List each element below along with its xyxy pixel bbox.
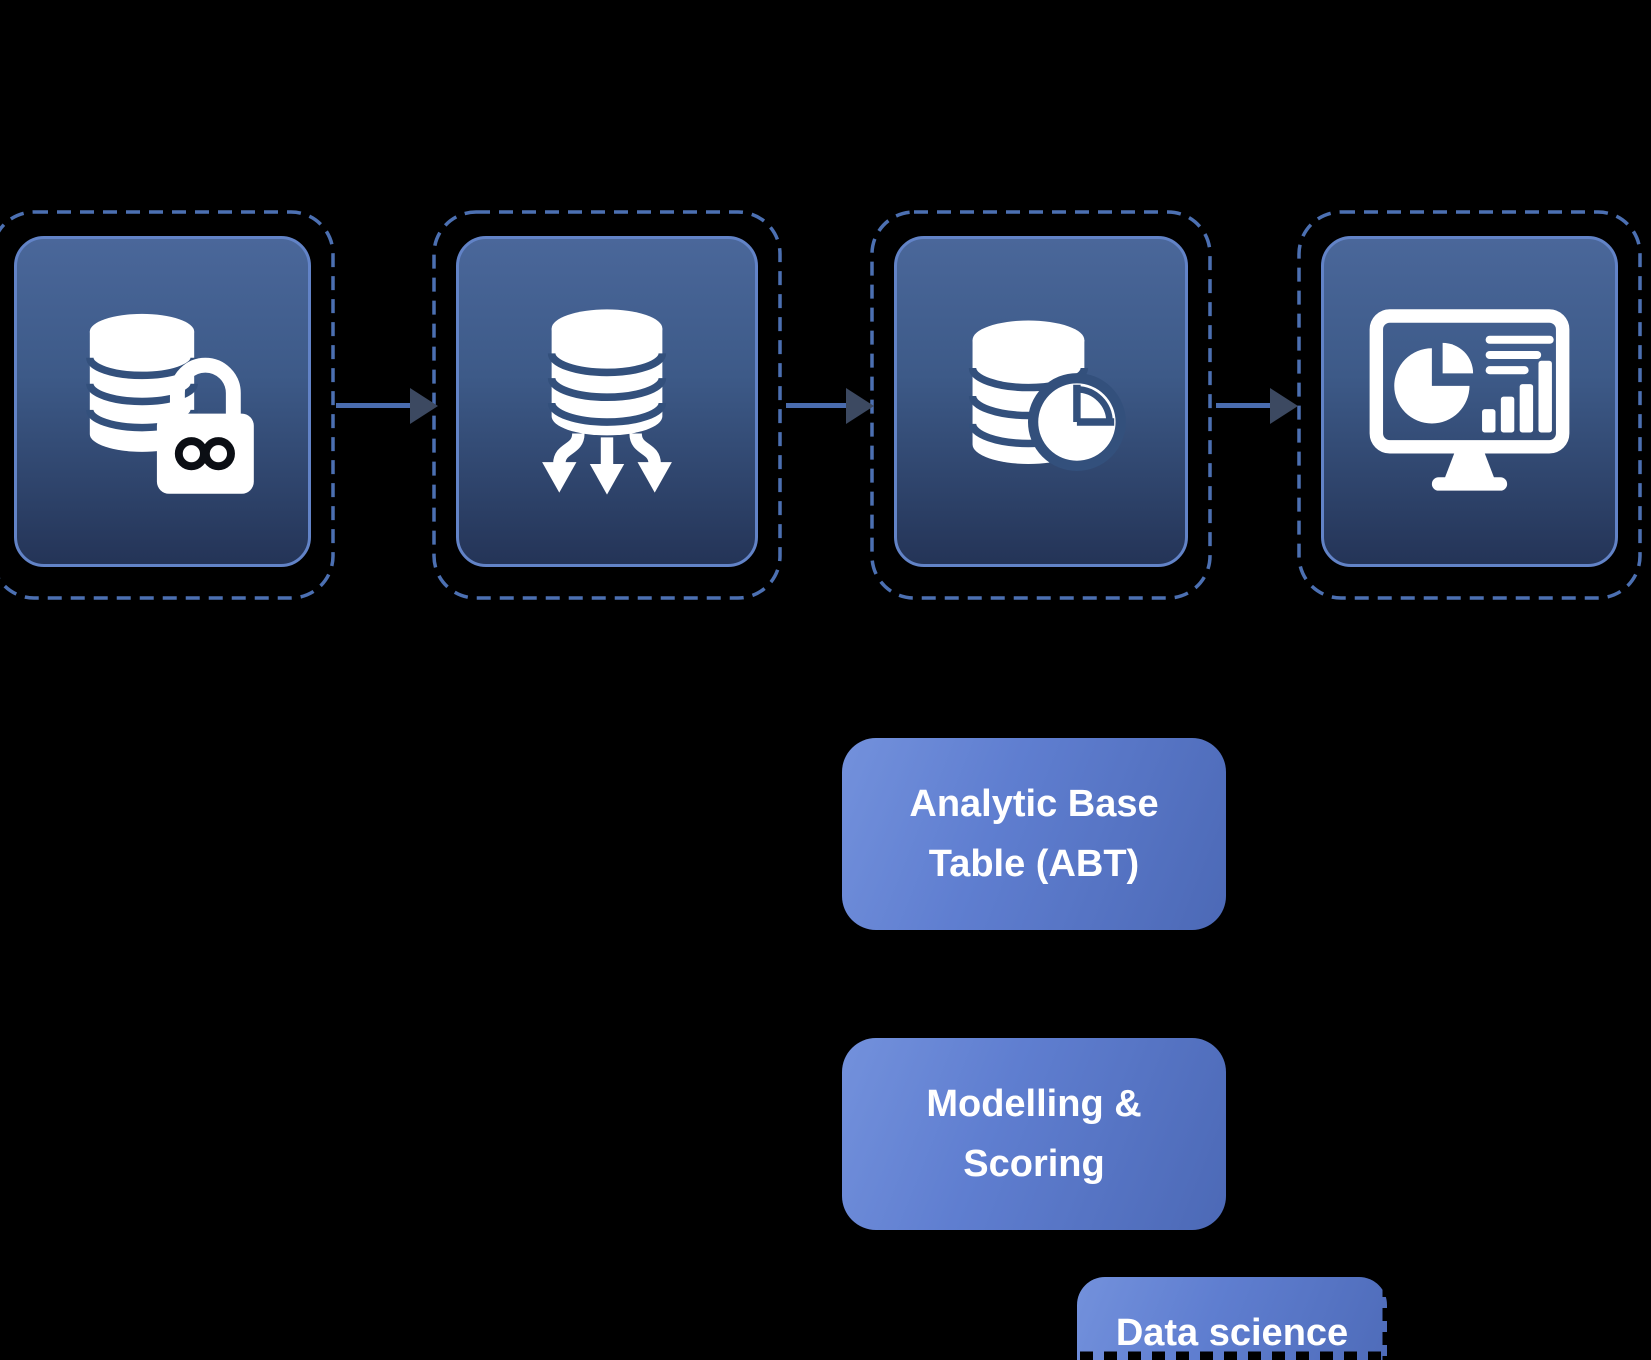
database-split-arrows-icon bbox=[542, 308, 672, 495]
label-line: Modelling & bbox=[926, 1083, 1142, 1125]
arrow-line bbox=[786, 403, 848, 408]
database-pie-chart-icon bbox=[968, 319, 1126, 471]
stage-card bbox=[456, 236, 758, 567]
pipeline-stage-analytic-store bbox=[870, 210, 1212, 600]
arrow-head-icon bbox=[846, 388, 874, 424]
label-analytic-base-table: Analytic Base Table (ABT) bbox=[842, 738, 1226, 930]
arrow-line bbox=[336, 403, 412, 408]
stage-card bbox=[894, 236, 1188, 567]
stage-dashed-outline bbox=[0, 210, 335, 600]
stage-card bbox=[1321, 236, 1618, 567]
label-line: Scoring bbox=[963, 1143, 1105, 1185]
pipeline-stage-data-distribution bbox=[432, 210, 782, 600]
database-lock-icon bbox=[86, 313, 254, 494]
stage-dashed-outline bbox=[1297, 210, 1642, 600]
stage-card bbox=[14, 236, 311, 567]
label-modelling-scoring: Modelling & Scoring bbox=[842, 1038, 1226, 1230]
arrow-head-icon bbox=[1270, 388, 1298, 424]
label-line: Data science bbox=[1115, 1312, 1349, 1354]
dashboard-monitor-icon bbox=[1369, 308, 1570, 491]
pipeline-stage-reporting bbox=[1297, 210, 1642, 600]
arrow-line bbox=[1216, 403, 1272, 408]
label-line: Table (ABT) bbox=[928, 843, 1140, 885]
label-data-science: Data science bbox=[1077, 1277, 1387, 1360]
label-line: Analytic Base bbox=[909, 783, 1159, 825]
arrow-head-icon bbox=[410, 388, 438, 424]
pipeline-stage-source-data bbox=[0, 210, 335, 600]
